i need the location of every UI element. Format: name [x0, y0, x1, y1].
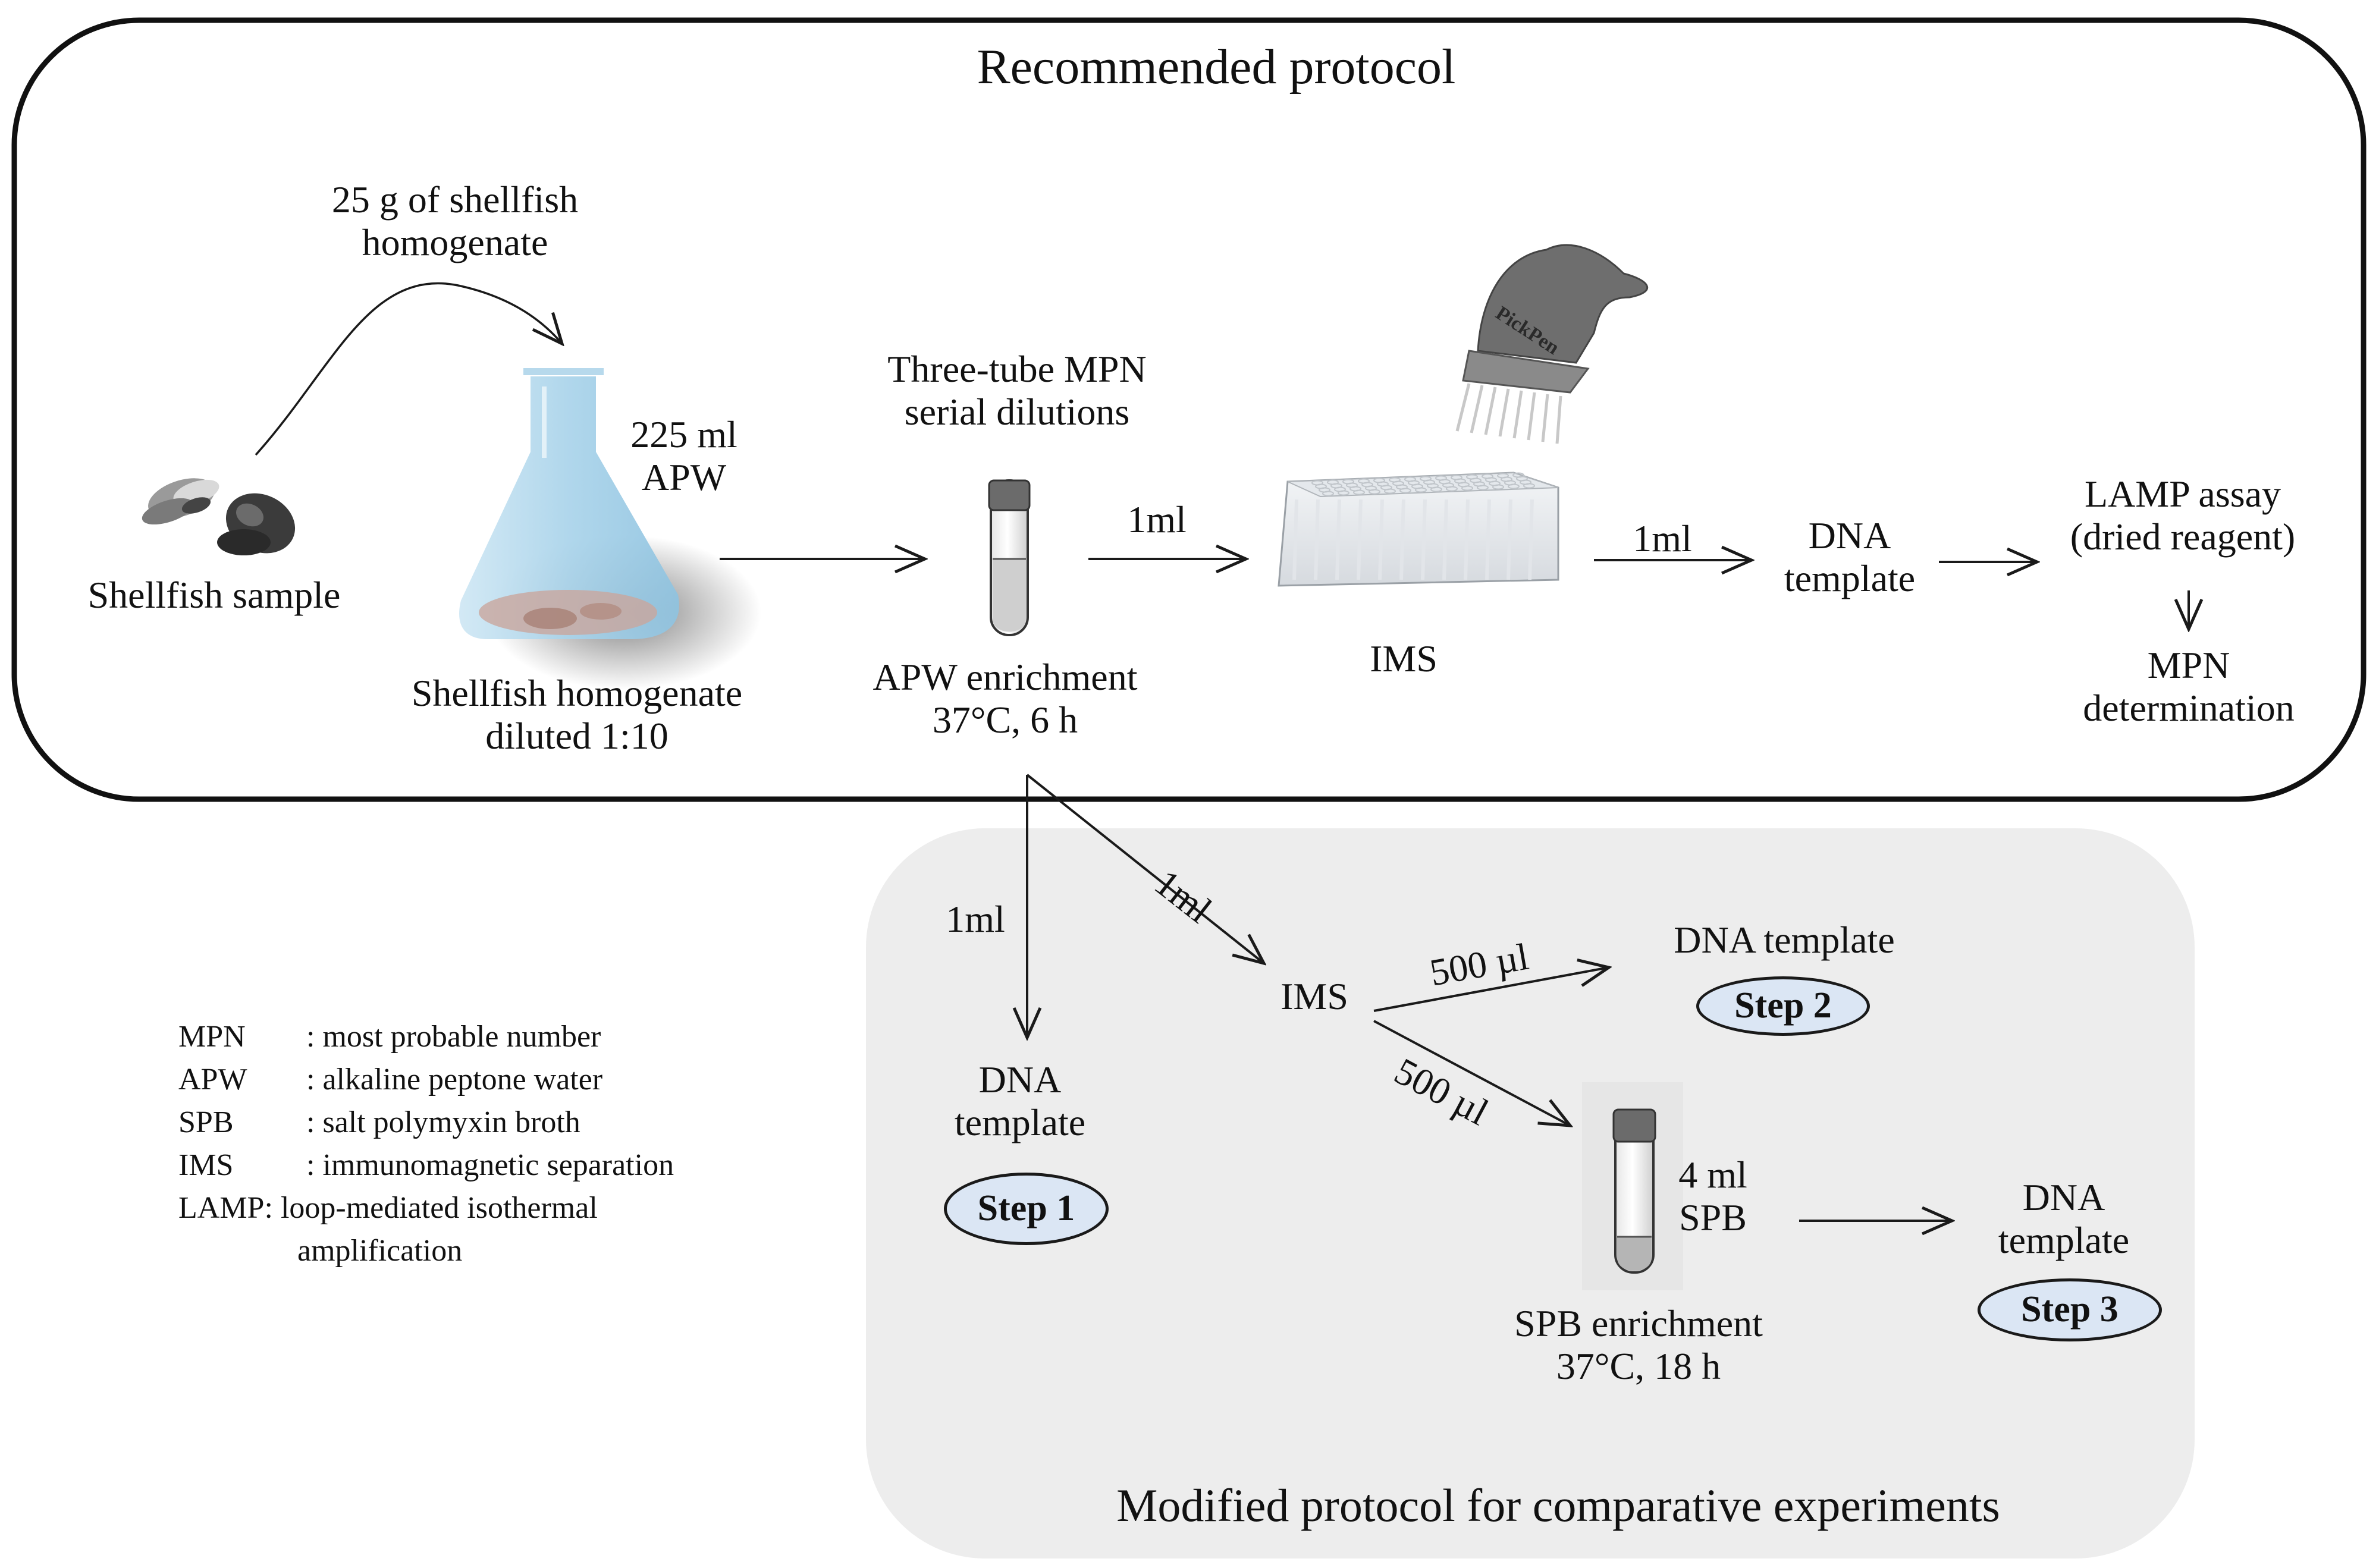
mpn-tube-icon [988, 479, 1031, 636]
plate-rib [1314, 499, 1320, 580]
step-2-badge: Step 2 [1696, 976, 1870, 1036]
plate-well [1338, 490, 1349, 496]
plate-well [1523, 483, 1535, 489]
legend-row: SPB: salt polymyxin broth [178, 1105, 580, 1139]
plate-rib [1292, 499, 1298, 580]
plate-well [1446, 486, 1458, 492]
recommended-protocol-title: Recommended protocol [977, 39, 1456, 95]
plate-well [1369, 489, 1380, 495]
plate-well [1415, 487, 1427, 493]
shellfish-icon [142, 478, 296, 555]
plate-well [1477, 485, 1489, 491]
plate-rib [1485, 499, 1491, 580]
legend-row: IMS: immunomagnetic separation [178, 1148, 674, 1182]
plate-well [1430, 486, 1442, 492]
plate-rib [1335, 499, 1341, 580]
legend-row: MPN: most probable number [178, 1020, 601, 1054]
ims-main-label: IMS [1370, 637, 1438, 680]
plate-rib [1464, 499, 1470, 580]
plate-rib [1399, 499, 1405, 580]
enrichment-to-ims-arrow [1026, 774, 1264, 963]
volume-label-tube-to-ims: 1ml [1127, 498, 1187, 541]
lamp-assay-label: LAMP assay(dried reagent) [2070, 473, 2296, 558]
plate-well [1353, 489, 1365, 495]
shellfish-sample-label: Shellfish sample [87, 574, 341, 616]
legend-row: APW: alkaline peptone water [178, 1063, 603, 1096]
volume-label-step1: 1ml [946, 898, 1005, 940]
plate-rib [1421, 499, 1427, 580]
ims-to-step2-arrow [1373, 967, 1609, 1012]
plate-well [1384, 488, 1396, 494]
ims-modified-label: IMS [1280, 975, 1348, 1017]
plate-well [1399, 488, 1411, 494]
legend-row: LAMP: loop-mediated isothermal [178, 1191, 598, 1225]
legend-continuation: amplification [297, 1234, 463, 1268]
ims-to-spb-arrow [1373, 1020, 1570, 1126]
pickpen-icon [1455, 244, 1648, 444]
plate-well [1508, 483, 1520, 489]
plate-rib [1507, 499, 1512, 580]
abbreviation-legend: MPN: most probable number APW: alkaline … [178, 1016, 674, 1272]
plate-rib [1442, 499, 1448, 580]
ims-plate-icon [1278, 472, 1559, 587]
flask-icon [459, 368, 761, 690]
plate-well [1322, 491, 1334, 497]
plate-rib [1378, 499, 1384, 580]
modified-protocol-title: Modified protocol for comparative experi… [1116, 1479, 2000, 1531]
plate-well [1492, 484, 1504, 490]
dna-template-2-label: DNA template [1674, 919, 1895, 961]
plate-rib [1357, 499, 1363, 580]
step-3-badge: Step 3 [1978, 1278, 2162, 1341]
plate-well [1461, 485, 1473, 491]
plate-rib [1528, 499, 1534, 580]
sample-to-flask-arrow [255, 282, 562, 456]
spb-tube-icon [1582, 1082, 1683, 1290]
step-1-badge: Step 1 [944, 1173, 1109, 1245]
volume-label-ims-to-dna: 1ml [1633, 517, 1692, 560]
recommended-protocol-panel [11, 17, 2367, 802]
